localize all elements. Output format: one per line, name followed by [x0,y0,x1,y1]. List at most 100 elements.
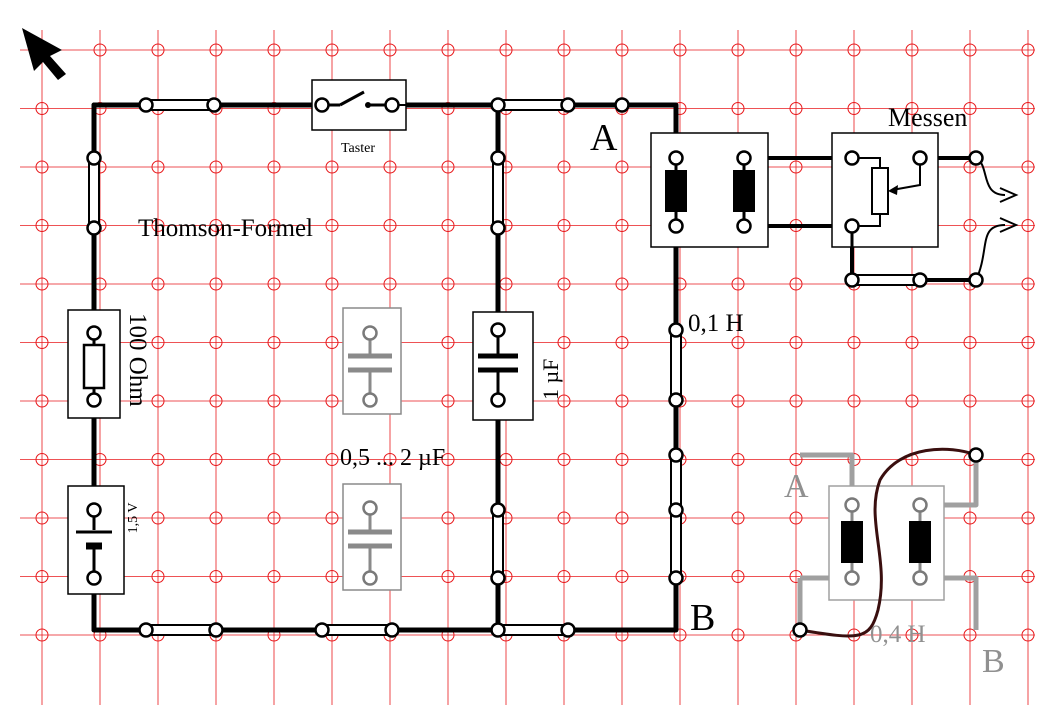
grid-hole [789,336,803,349]
grid-hole [151,160,165,174]
grid-hole [1021,570,1035,583]
grid-hole [441,394,455,408]
grid-hole [325,336,339,349]
resistor-label: 100 Ohm [124,313,151,407]
connection-node [668,447,684,463]
grid-hole [615,336,629,349]
grid-hole [151,453,165,466]
grid-hole [905,628,919,642]
connection-node [668,150,684,166]
connection-node [490,622,506,638]
grid-hole [383,43,397,57]
connection-node-optional [844,570,860,586]
connection-node [490,502,506,518]
grid-hole [151,219,165,232]
grid-hole [789,453,803,466]
connection-node [560,97,576,113]
grid-hole [847,43,861,57]
grid-hole [325,453,339,466]
grid-hole [905,336,919,349]
connection-node [86,220,102,236]
grid-hole [963,219,977,232]
connection-node [614,97,630,113]
connection-node [668,322,684,338]
grid-hole [209,453,223,466]
grid-hole [731,511,745,525]
connection-node [138,97,154,113]
connection-node [384,622,400,638]
grid-hole [267,336,281,349]
grid-hole [325,570,339,583]
connection-node [736,150,752,166]
push-button-switch: Taster [311,79,498,156]
grid-hole [557,336,571,349]
grid-hole [35,277,49,291]
grid-hole [151,511,165,525]
probe-leads [975,157,1019,281]
node-b-label: B [690,597,715,639]
grid-hole [557,570,571,583]
grid-hole [789,160,803,174]
measure-label: Messen [888,103,967,132]
grid-hole [731,43,745,57]
connection-node [736,218,752,234]
connection-node [206,97,222,113]
grid-hole [615,43,629,57]
connection-node [86,325,102,341]
grid-hole [93,43,107,57]
grid-hole [963,394,977,408]
grid-hole [963,102,977,115]
node-a-alt-label: A [784,468,809,505]
connection-node-optional [912,570,928,586]
grid-hole [615,453,629,466]
grid-hole [441,43,455,57]
inductance-label: 0,1 H [688,310,744,337]
connection-node [384,97,400,113]
grid-hole [557,277,571,291]
grid-hole [905,102,919,115]
grid-hole [35,394,49,408]
connection-node [208,622,224,638]
grid-hole [557,394,571,408]
grid-hole [35,570,49,583]
grid-hole [325,43,339,57]
connection-node [560,622,576,638]
grid-hole [441,219,455,232]
grid-hole [209,160,223,174]
diagram-title: Thomson-Formel [138,215,313,242]
grid-hole [847,394,861,408]
grid-hole [615,277,629,291]
grid-hole [557,219,571,232]
grid-hole [963,628,977,642]
connection-node [86,150,102,166]
grid-hole [1021,102,1035,115]
connection-node [968,447,984,463]
grid-hole [1021,43,1035,57]
grid-hole [267,453,281,466]
grid-hole [441,277,455,291]
alt-jumper-wire [799,447,977,638]
grid-hole [615,394,629,408]
connection-node [490,392,506,408]
grid-hole [499,43,513,57]
grid-hole [905,43,919,57]
grid-hole [615,511,629,525]
grid-hole [731,277,745,291]
grid-hole [1021,453,1035,466]
grid-hole [209,511,223,525]
grid-hole [1021,394,1035,408]
grid-hole [1021,628,1035,642]
grid-hole [35,160,49,174]
grid-hole [673,43,687,57]
grid-hole [905,394,919,408]
grid-hole [789,394,803,408]
connection-node [490,220,506,236]
grid-hole [789,511,803,525]
grid-hole [209,394,223,408]
grid-hole [1021,511,1035,525]
inductance-alt-label: 0,4 H [870,621,926,648]
capacitance-range-label: 0,5 ... 2 µF [340,445,445,471]
grid-hole [383,160,397,174]
connection-node [912,150,928,166]
